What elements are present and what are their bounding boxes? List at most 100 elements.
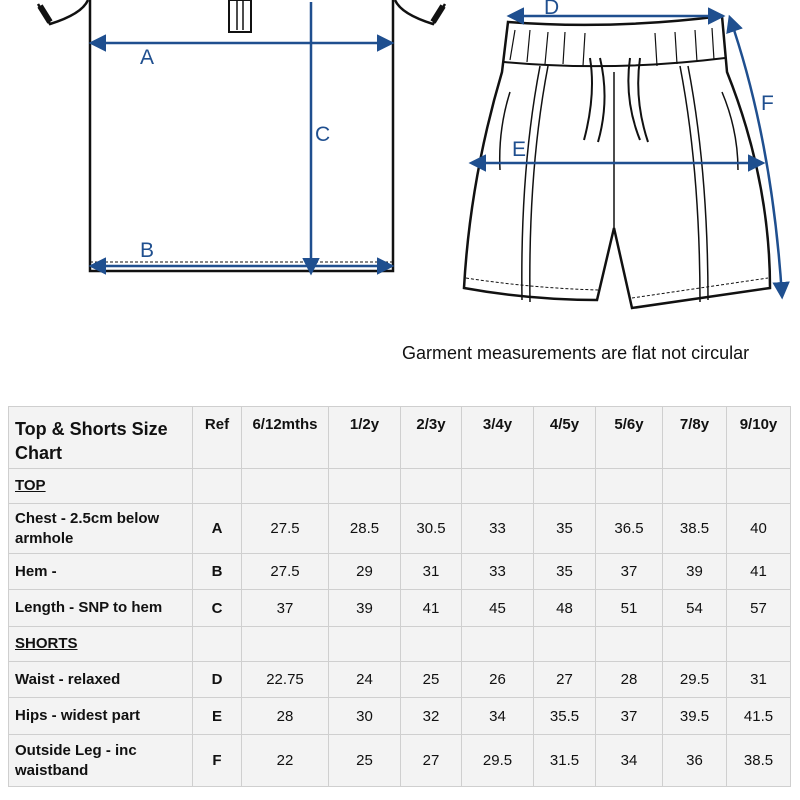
empty-cell	[400, 626, 462, 662]
ref-cell: B	[192, 553, 242, 590]
section-title: TOP	[8, 468, 193, 504]
value-cell: 39	[662, 553, 727, 590]
value-cell: 38.5	[726, 734, 791, 787]
value-cell: 35.5	[533, 697, 596, 735]
section-row: TOP	[8, 468, 791, 504]
measurement-label: Hips - widest part	[8, 697, 193, 735]
empty-cell	[533, 468, 596, 504]
empty-cell	[461, 468, 534, 504]
empty-cell	[192, 468, 242, 504]
value-cell: 48	[533, 589, 596, 627]
value-cell: 30.5	[400, 503, 462, 554]
size-header: 6/12mths	[241, 406, 329, 469]
measurement-label: Length - SNP to hem	[8, 589, 193, 627]
value-cell: 35	[533, 553, 596, 590]
value-cell: 41	[726, 553, 791, 590]
label-e: E	[512, 138, 526, 161]
measurement-label: Waist - relaxed	[8, 661, 193, 698]
value-cell: 30	[328, 697, 401, 735]
size-header: 7/8y	[662, 406, 727, 469]
value-cell: 22	[241, 734, 329, 787]
value-cell: 35	[533, 503, 596, 554]
empty-cell	[461, 626, 534, 662]
measurement-label: Hem -	[8, 553, 193, 590]
value-cell: 37	[241, 589, 329, 627]
measurement-note: Garment measurements are flat not circul…	[402, 343, 750, 363]
empty-cell	[241, 468, 329, 504]
size-header: 3/4y	[461, 406, 534, 469]
value-cell: 39	[328, 589, 401, 627]
size-header: 4/5y	[533, 406, 596, 469]
size-header: 1/2y	[328, 406, 401, 469]
empty-cell	[662, 468, 727, 504]
value-cell: 34	[461, 697, 534, 735]
size-header: 2/3y	[400, 406, 462, 469]
empty-cell	[400, 468, 462, 504]
value-cell: 40	[726, 503, 791, 554]
value-cell: 41	[400, 589, 462, 627]
value-cell: 29	[328, 553, 401, 590]
value-cell: 29.5	[461, 734, 534, 787]
value-cell: 36	[662, 734, 727, 787]
value-cell: 27.5	[241, 503, 329, 554]
value-cell: 28	[595, 661, 663, 698]
empty-cell	[241, 626, 329, 662]
empty-cell	[595, 626, 663, 662]
value-cell: 57	[726, 589, 791, 627]
value-cell: 24	[328, 661, 401, 698]
value-cell: 33	[461, 503, 534, 554]
value-cell: 29.5	[662, 661, 727, 698]
label-b: B	[140, 239, 154, 262]
label-d: D	[544, 0, 559, 19]
ref-cell: E	[192, 697, 242, 735]
empty-cell	[662, 626, 727, 662]
ref-header: Ref	[192, 406, 242, 469]
value-cell: 31	[400, 553, 462, 590]
value-cell: 37	[595, 553, 663, 590]
value-cell: 31	[726, 661, 791, 698]
value-cell: 32	[400, 697, 462, 735]
value-cell: 51	[595, 589, 663, 627]
value-cell: 54	[662, 589, 727, 627]
value-cell: 26	[461, 661, 534, 698]
value-cell: 25	[400, 661, 462, 698]
value-cell: 25	[328, 734, 401, 787]
size-header: 5/6y	[595, 406, 663, 469]
value-cell: 27	[533, 661, 596, 698]
label-f: F	[761, 92, 774, 115]
ref-cell: F	[192, 734, 242, 787]
empty-cell	[328, 626, 401, 662]
value-cell: 36.5	[595, 503, 663, 554]
value-cell: 34	[595, 734, 663, 787]
measurement-arrows	[88, 2, 790, 300]
value-cell: 33	[461, 553, 534, 590]
size-header: 9/10y	[726, 406, 791, 469]
empty-cell	[192, 626, 242, 662]
empty-cell	[328, 468, 401, 504]
section-title: SHORTS	[8, 626, 193, 662]
tshirt-drawing	[36, 0, 447, 273]
value-cell: 27	[400, 734, 462, 787]
empty-cell	[533, 626, 596, 662]
label-a: A	[140, 46, 154, 69]
label-c: C	[315, 123, 330, 146]
garment-diagram: A B C D E F	[36, 0, 790, 310]
empty-cell	[595, 468, 663, 504]
value-cell: 38.5	[662, 503, 727, 554]
empty-cell	[726, 468, 791, 504]
ref-cell: D	[192, 661, 242, 698]
value-cell: 28	[241, 697, 329, 735]
ref-cell: C	[192, 589, 242, 627]
ref-cell: A	[192, 503, 242, 554]
